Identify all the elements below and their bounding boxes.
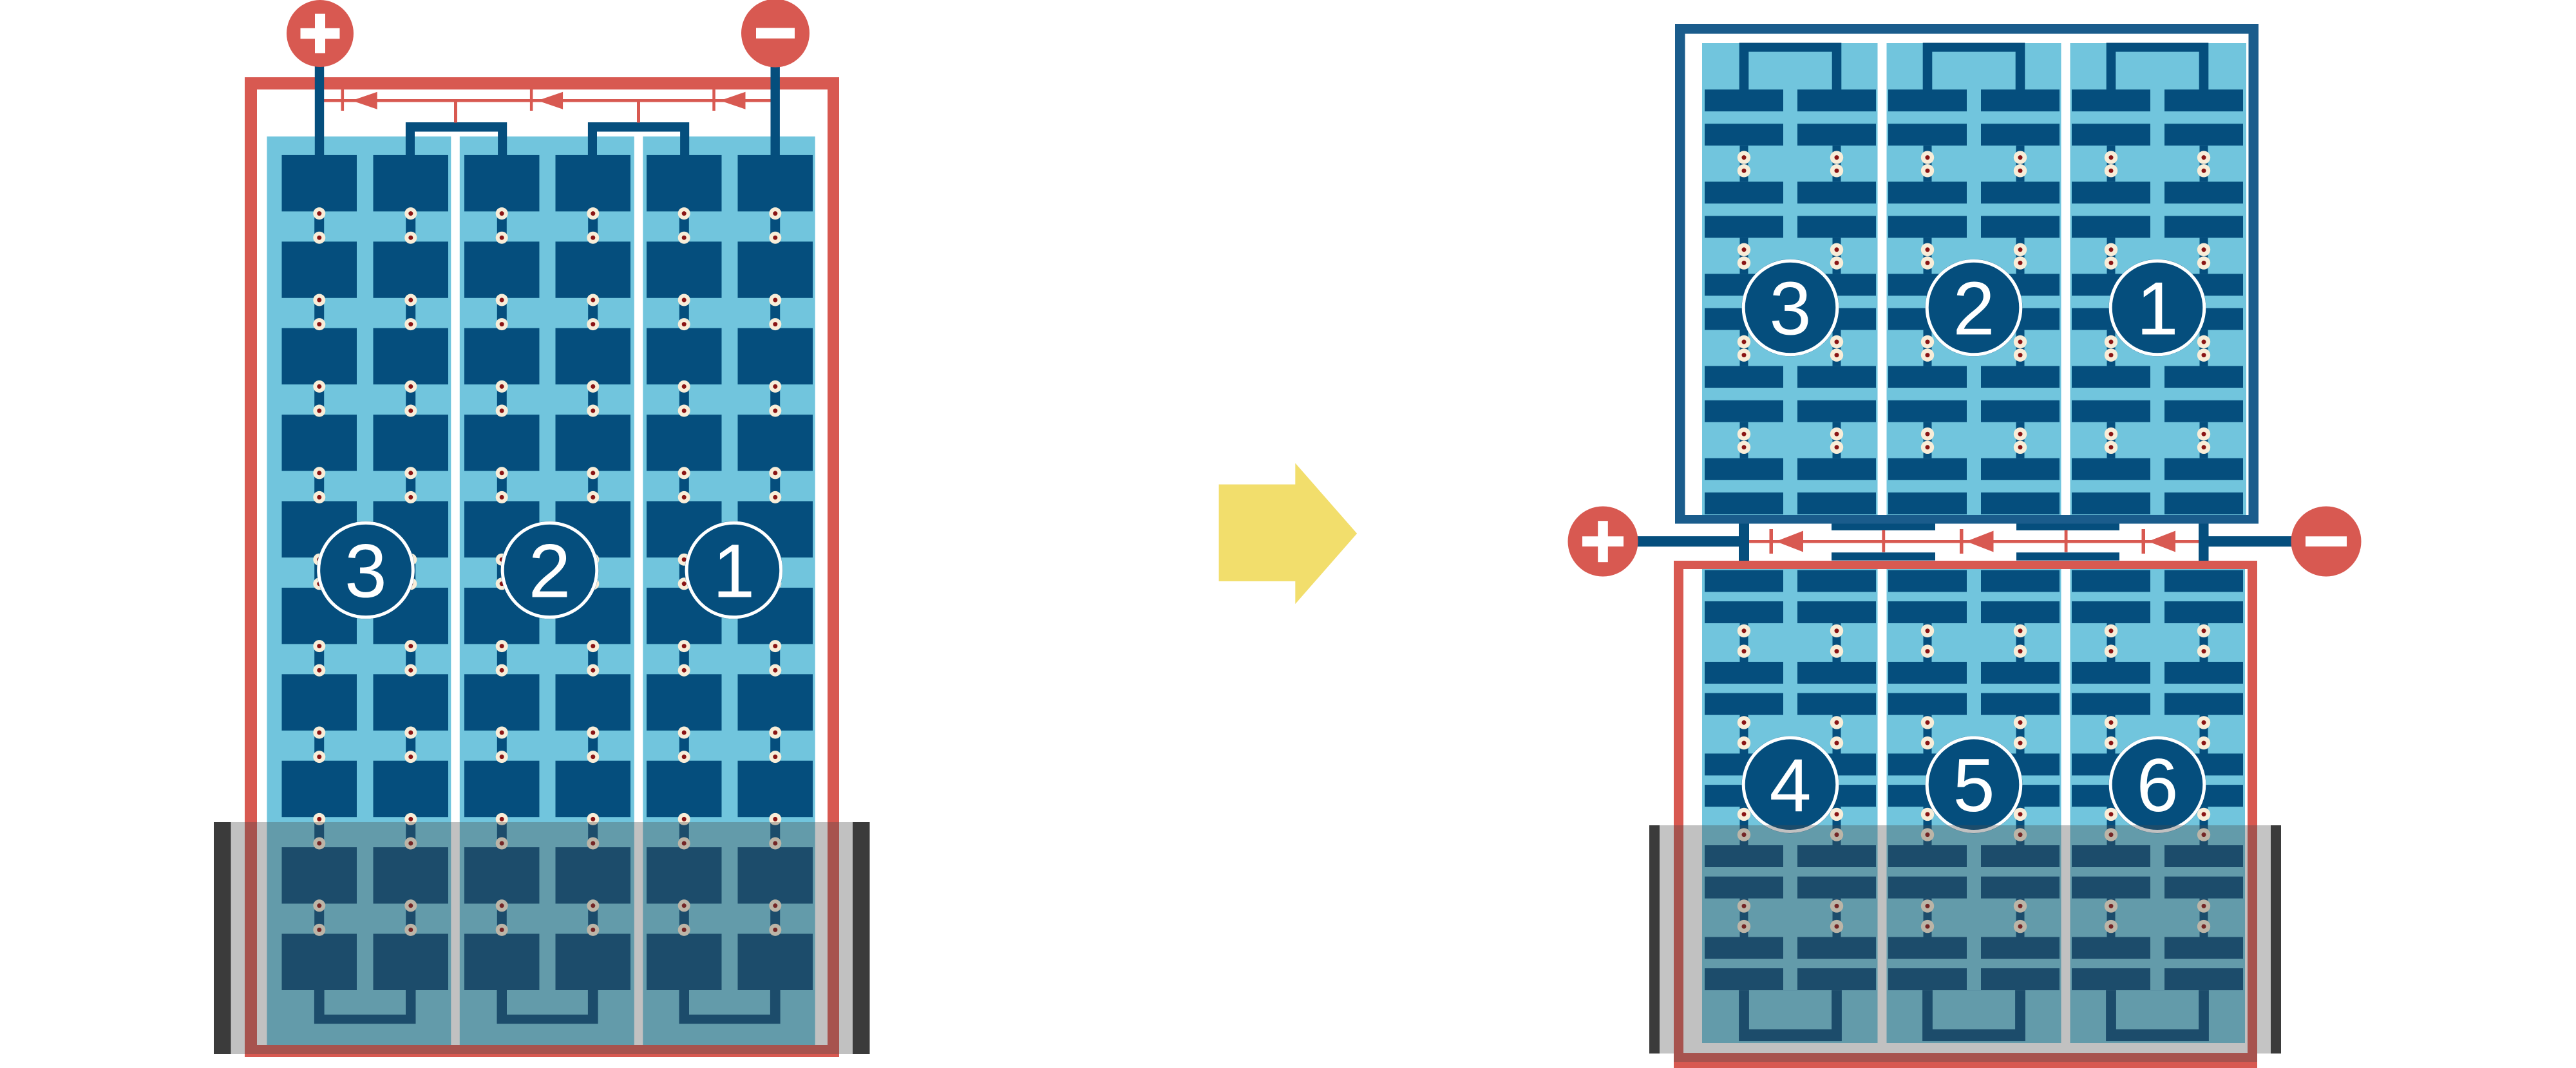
svg-text:6: 6 (2136, 743, 2178, 827)
svg-text:2: 2 (1953, 267, 1994, 351)
svg-text:4: 4 (1769, 743, 1811, 827)
svg-text:1: 1 (2136, 267, 2178, 351)
svg-text:2: 2 (529, 529, 571, 614)
svg-text:3: 3 (345, 529, 387, 614)
svg-text:3: 3 (1769, 267, 1811, 351)
svg-text:1: 1 (713, 529, 755, 614)
svg-text:5: 5 (1953, 743, 1994, 827)
